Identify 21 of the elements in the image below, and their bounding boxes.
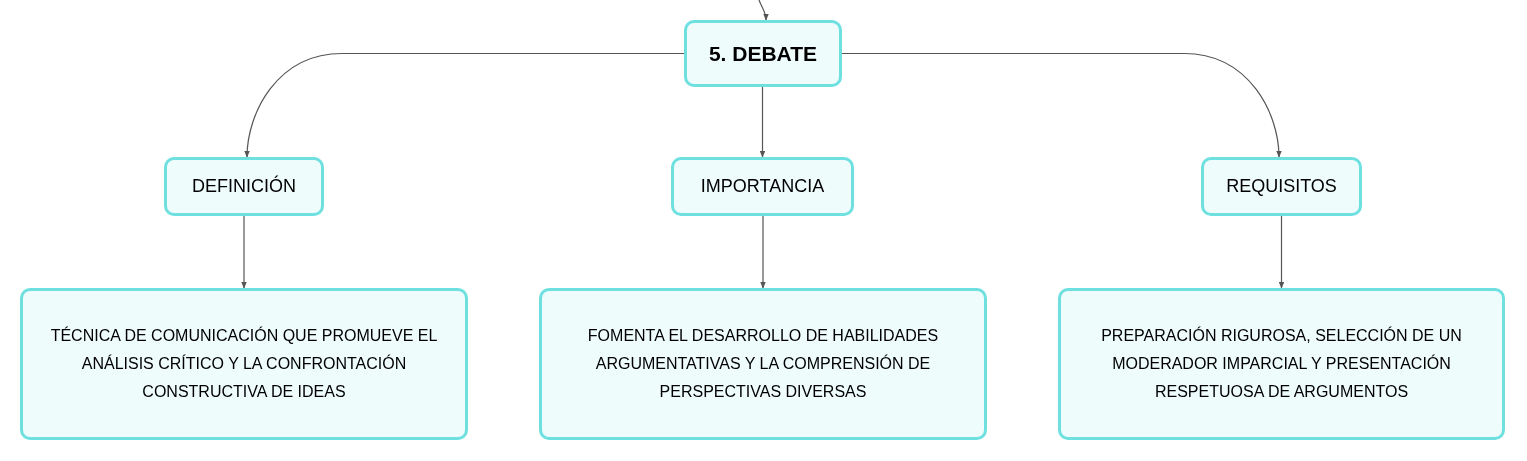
connector-arrow <box>758 0 769 21</box>
connector-arrow <box>1278 215 1285 289</box>
description-text: PREPARACIÓN RIGUROSA, SELECCIÓN DE UN MODERADOR IMPARCIAL Y PRESENTACIÓN RESPETUOSA DE ARGUMENTOS <box>1100 325 1463 402</box>
description-text: TÉCNICA DE COMUNICACIÓN QUE PROMUEVE EL ANÁLISIS CRÍTICO Y LA CONFRONTACIÓN CONSTRUCTIVA DE IDEAS <box>49 325 439 402</box>
connector-arrow <box>241 215 247 289</box>
connector-arrow <box>760 215 766 289</box>
description-text: FOMENTA EL DESARROLLO DE HABILIDADES ARGUMENTATIVAS Y LA COMPRENSIÓN DE PERSPECTIVAS DIVERSAS <box>586 326 940 402</box>
connector-arrow <box>759 86 766 158</box>
category-box <box>671 157 854 216</box>
description-box <box>20 288 468 440</box>
connector-arrow <box>244 52 685 158</box>
category-label: REQUISITOS <box>1226 175 1337 198</box>
topic-box <box>684 20 842 87</box>
category-box <box>164 157 324 216</box>
description-box <box>539 288 987 440</box>
topic-title: 5. DEBATE <box>708 40 818 67</box>
category-label: IMPORTANCIA <box>700 175 825 198</box>
description-box <box>1058 288 1505 440</box>
category-box <box>1201 157 1362 216</box>
category-label: DEFINICIÓN <box>192 174 296 198</box>
connector-arrow <box>841 52 1282 158</box>
